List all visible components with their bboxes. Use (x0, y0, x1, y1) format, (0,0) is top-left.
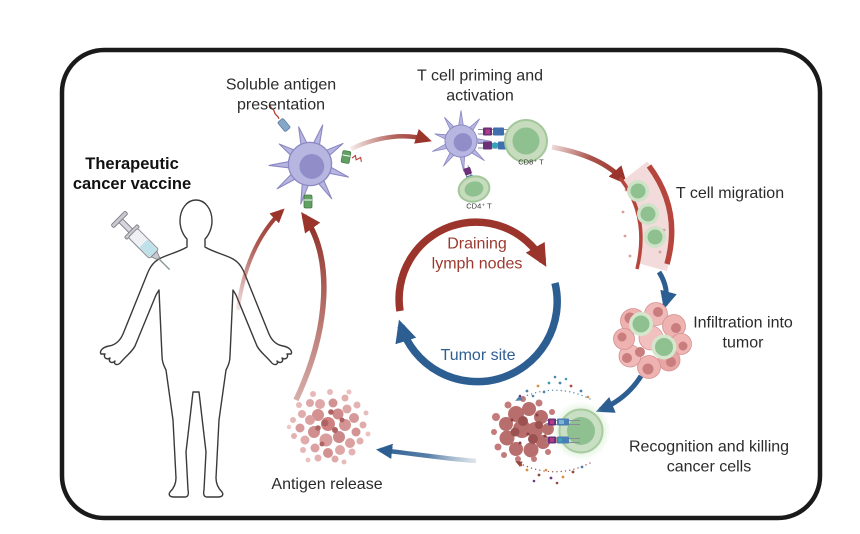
killing-scene (491, 375, 611, 485)
antigen-release-mass-icon (286, 389, 371, 465)
soluble-antigen-label-line2: presentation (236, 96, 326, 113)
killing-connector-top (545, 418, 580, 426)
cd8-t-label: CD8⁺ T (518, 157, 544, 167)
vaccine-label-line1: Therapeutic (85, 154, 179, 173)
syringe-icon (111, 211, 171, 271)
arrow-infiltration-to-killing (595, 374, 644, 413)
antigen-release-label: Antigen release (271, 476, 383, 494)
cycle-arc-tumor-site (395, 282, 561, 386)
arrow-killing-to-antigen-release (375, 443, 477, 464)
draining-label-line2: lymph nodes (431, 255, 523, 272)
cytokine-release-arcs (515, 375, 591, 485)
infiltration-label: Infiltration into tumor (693, 313, 793, 352)
t-cell-priming-label: T cell priming and activation (417, 66, 543, 105)
recognition-label: Recognition and killing cancer cells (629, 437, 789, 476)
killing-connector-bottom (545, 436, 580, 444)
cycle-arc-draining-lymph-nodes (395, 218, 547, 312)
draining-lymph-nodes-label: Draining lymph nodes (432, 234, 523, 273)
dendritic-cell-priming-icon (425, 105, 496, 177)
infiltration-label-line2: tumor (722, 334, 764, 351)
vaccine-uptake-arrows (236, 208, 327, 402)
arrow-priming-to-migration (551, 144, 627, 185)
arrow-presentation-to-priming (350, 129, 432, 152)
killer-t-cell-icon (551, 401, 611, 461)
mhc-tcr-connector-top (478, 127, 511, 136)
dying-cancer-cell-icon (491, 396, 559, 462)
t-cell-priming-label-line2: activation (446, 87, 514, 104)
vaccine-label: Therapeutic cancer vaccine (73, 154, 191, 194)
blood-vessel-icon (618, 161, 675, 272)
vaccine-label-line2: cancer vaccine (72, 175, 192, 193)
t-cell-priming-label-line1: T cell priming and (417, 67, 543, 85)
cd4-t-label: CD4⁺ T (466, 201, 492, 211)
tumor-infiltration-icon (613, 302, 692, 379)
human-body-icon (99, 199, 293, 498)
cd8-t-cell-icon (504, 119, 548, 163)
soluble-antigen-label-line1: Soluble antigen (225, 76, 337, 94)
recognition-label-line1: Recognition and killing (628, 438, 790, 456)
infiltration-label-line1: Infiltration into (693, 314, 793, 332)
draining-label-line1: Draining (447, 235, 507, 253)
t-cell-migration-label: T cell migration (675, 185, 785, 203)
soluble-antigen-label: Soluble antigen presentation (226, 75, 336, 114)
arrow-migration-to-infiltration (656, 270, 677, 310)
cd4-t-cell-icon (457, 175, 491, 203)
dendritic-cell-presentation-icon (263, 105, 362, 211)
recognition-label-line2: cancer cells (666, 458, 752, 475)
diagram-border (59, 47, 823, 521)
tumor-site-label: Tumor site (440, 347, 516, 365)
